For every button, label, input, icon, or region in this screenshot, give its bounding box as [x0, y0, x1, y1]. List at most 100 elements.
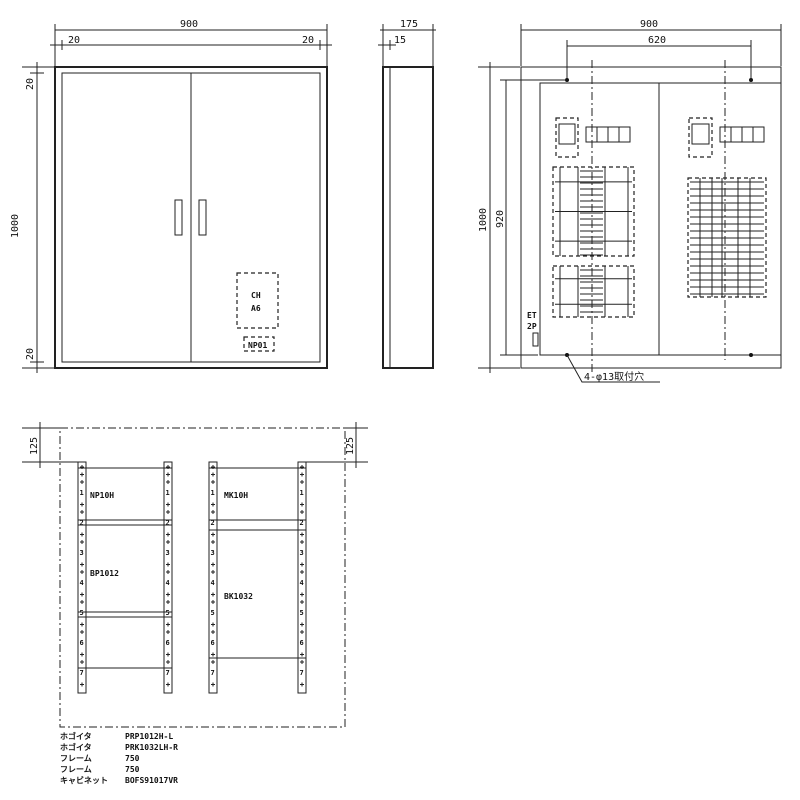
mounting-hole-icon — [166, 652, 170, 657]
rail-number: 1 — [300, 489, 304, 497]
mounting-hole-icon — [300, 510, 304, 514]
interior-view: 900 620 1000 920 ET 2P 4-φ13取付穴 — [478, 19, 782, 383]
mounting-hole-icon — [211, 562, 215, 567]
mount-hole-note: 4-φ13取付穴 — [584, 370, 644, 383]
part-name: フレーム — [60, 765, 92, 774]
mounting-hole-icon — [166, 570, 170, 574]
mounting-hole-icon — [300, 532, 304, 537]
rail-number: 4 — [211, 579, 215, 587]
rail-number: 2 — [300, 519, 304, 527]
front-view: CH A6 NP01 900 20 20 20 1000 20 — [10, 19, 332, 373]
interior-height-dim: 1000 — [478, 208, 489, 232]
mounting-hole-icon — [300, 472, 304, 477]
panel-label-bp1012: BP1012 — [90, 569, 119, 578]
top-dim-right: 125 — [345, 437, 356, 455]
frame-rail — [297, 461, 307, 694]
rail-number: 4 — [166, 579, 170, 587]
mounting-hole-icon — [211, 660, 215, 664]
mounting-hole-icon — [211, 652, 215, 657]
left-door-handle[interactable] — [174, 199, 183, 236]
rail-number: 7 — [300, 669, 304, 677]
mounting-hole-icon — [166, 502, 170, 507]
mounting-hole-icon — [300, 600, 304, 604]
rail-number: 1 — [211, 489, 215, 497]
rail-number: 4 — [80, 579, 84, 587]
rail-number: 2 — [166, 519, 170, 527]
mounting-hole-icon — [300, 480, 304, 484]
mounting-hole-icon — [166, 630, 170, 634]
rail-number: 5 — [166, 609, 170, 617]
interior-width-dim: 900 — [640, 19, 658, 30]
mounting-hole-icon — [166, 600, 170, 604]
mounting-hole-icon — [300, 682, 304, 687]
rail-number: 6 — [166, 639, 170, 647]
rail-number: 1 — [80, 489, 84, 497]
rail-number: 3 — [300, 549, 304, 557]
mounting-hole-icon — [211, 540, 215, 544]
mounting-hole-icon — [80, 682, 84, 687]
mounting-hole-icon — [80, 540, 84, 544]
mounting-hole-icon — [80, 480, 84, 484]
mounting-hole-icon — [166, 472, 170, 477]
right-door-handle[interactable] — [198, 199, 207, 236]
mounting-hole-icon — [300, 502, 304, 507]
mounting-hole-icon — [300, 570, 304, 574]
mounting-hole-icon — [300, 540, 304, 544]
rail-number: 5 — [300, 609, 304, 617]
mounting-hole-icon — [211, 472, 215, 477]
mounting-hole-icon — [166, 592, 170, 597]
rail-number: 3 — [211, 549, 215, 557]
mounting-hole-icon — [211, 622, 215, 627]
et-label: ET — [527, 311, 537, 320]
rail-number: 3 — [166, 549, 170, 557]
rail-number: 2 — [211, 519, 215, 527]
cabinet-outline — [54, 66, 328, 369]
rail-number: 2 — [80, 519, 84, 527]
mounting-hole-icon — [211, 592, 215, 597]
frame-rail — [208, 461, 218, 694]
frame-rail — [77, 461, 87, 694]
part-name: キャビネット — [60, 775, 108, 785]
mounting-hole-icon — [80, 532, 84, 537]
rail-number: 7 — [80, 669, 84, 677]
rail-number: 5 — [80, 609, 84, 617]
mounting-hole-icon — [211, 600, 215, 604]
window-label-ch: CH — [251, 291, 261, 300]
mounting-hole-icon — [80, 570, 84, 574]
mounting-hole-icon — [80, 502, 84, 507]
mounting-hole-icon — [166, 510, 170, 514]
top-dim-left: 125 — [29, 437, 40, 455]
height-dim: 1000 — [10, 214, 21, 238]
part-code: 750 — [125, 765, 140, 774]
part-name: ホゴイタ — [60, 742, 92, 752]
mounting-hole-icon — [300, 592, 304, 597]
mounting-hole-icon — [80, 660, 84, 664]
mounting-hole-icon — [166, 660, 170, 664]
rail-number: 7 — [211, 669, 215, 677]
mounting-hole-icon — [300, 630, 304, 634]
mounting-hole-icon — [80, 592, 84, 597]
rail-number: 3 — [80, 549, 84, 557]
part-name: フレーム — [60, 754, 92, 763]
parts-list: ホゴイタ PRP1012H-L ホゴイタ PRK1032LH-R フレーム 75… — [60, 731, 178, 785]
part-code: PRP1012H-L — [125, 732, 173, 741]
frame-rail — [163, 461, 173, 694]
mounting-hole-icon — [300, 562, 304, 567]
mounting-hole-icon — [166, 682, 170, 687]
mounting-hole-icon — [80, 622, 84, 627]
mounting-hole-icon — [80, 562, 84, 567]
nameplate-box — [243, 336, 275, 352]
panel-label-np10h: NP10H — [90, 491, 114, 500]
part-name: ホゴイタ — [60, 731, 92, 741]
mounting-hole-icon — [211, 510, 215, 514]
rail-number: 7 — [166, 669, 170, 677]
mounting-hole-icon — [166, 480, 170, 484]
left-margin-dim: 20 — [68, 35, 80, 46]
mounting-hole-icon — [80, 600, 84, 604]
rail-number: 6 — [80, 639, 84, 647]
mounting-hole-icon — [300, 622, 304, 627]
panel-label-mk10h: MK10H — [224, 491, 248, 500]
mount-pitch-dim: 620 — [648, 35, 666, 46]
